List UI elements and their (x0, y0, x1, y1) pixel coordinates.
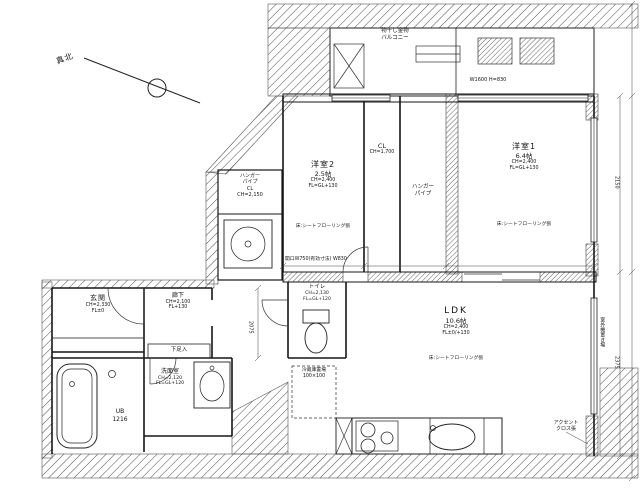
window-symbols (331, 94, 598, 415)
balcony-name-label: バルコニー (381, 34, 409, 41)
balcony-hardware-label: 物干し金物 (381, 28, 409, 34)
floor-note-yoshitsu1: 床:シートフローリング張 (496, 222, 552, 227)
closet-left-line3: CL (246, 185, 254, 192)
room-fl: FL=GL+120 (155, 381, 185, 387)
fridge-space-label: 冷蔵庫置場 100×100 (288, 368, 340, 380)
toilet-fixture (302, 309, 330, 354)
storage-closet (335, 417, 353, 455)
mid-opening-dimension: 開口W750(有効寸法) W830 (285, 257, 347, 262)
fridge-space (291, 365, 337, 419)
closet-name: CL (377, 142, 387, 150)
washing-machine-pan (223, 219, 273, 269)
room-label-yoshitsu2: 洋室2 2.5帖 CH=2,400 FL=GL+130 (284, 160, 362, 190)
room-label-rouka: 廊下 CH=2,100 FL+130 (146, 292, 210, 311)
room-name: UB (115, 408, 125, 415)
room-size: 1216 (112, 415, 128, 423)
room-label-toilet: トイレ CH=2,130 FL=GL+120 (288, 284, 346, 302)
room-fl: FL=GL+130 (308, 184, 338, 190)
window-dimension-label: W1600 H=830 (469, 77, 507, 83)
room-name: トイレ (308, 284, 326, 290)
hanger-pipe-line1: ハンガー (411, 184, 434, 190)
closet-left-line4: CH=2,150 (237, 191, 263, 198)
room-fl: FL=GL+120 (303, 296, 331, 302)
room-label-genkan: 玄関 CH=2,330 FL±0 (54, 294, 142, 315)
exterior-wall-hatch (41, 3, 639, 479)
kitchen-sink (428, 423, 476, 451)
hanger-pipe-line2: パイプ (414, 190, 432, 197)
shoe-box-label: 下足入 (170, 347, 188, 353)
north-arrow-icon (83, 57, 201, 104)
room-ch: CH=2,400 (511, 160, 537, 166)
room-label-senmen: 洗面室 CH=2,120 FL=GL+120 (144, 368, 196, 387)
dimension-left-vertical: 2075 (247, 320, 254, 334)
room-ch: CH=2,130 (305, 290, 329, 296)
washbasin-vanity (193, 361, 231, 409)
room-ch: CH=2,330 (85, 302, 111, 308)
floor-note-ldk: 床:シートフローリング張 (428, 356, 484, 361)
room-fl: FL±0/+130 (442, 331, 470, 337)
room-fl: FL=GL+130 (509, 166, 539, 172)
accent-label-line2: クロス張 (555, 426, 576, 433)
door-swing-arcs (107, 246, 540, 385)
outdoor-unit-label: 室外機置き場 (599, 317, 606, 347)
dimension-right-top: 2150 (613, 175, 620, 189)
dimension-right-bottom: 2375 (613, 355, 620, 369)
dimension-lines (254, 0, 636, 482)
room-label-ldk: LDK 10.6帖 CH=2,400 FL±0/+130 (398, 306, 514, 337)
room-ch: CH=2,120 (157, 375, 183, 381)
balcony-equipment (477, 37, 555, 65)
room-fl: FL±0 (91, 308, 105, 314)
accent-label-line1: アクセント (553, 420, 579, 426)
stove-burners (355, 420, 399, 454)
room-ch: CH=2,400 (310, 178, 336, 184)
closet-left-line1: ハンガー (239, 173, 260, 179)
floor-note-yoshitsu2: 床:シートフローリング張 (295, 224, 351, 229)
fridge-label-line2: 100×100 (302, 373, 326, 379)
closet-ch: CH=1,700 (369, 150, 395, 156)
accent-wall-label: アクセント クロス張 (540, 420, 592, 433)
room-label-ub: UB 1216 (98, 408, 142, 423)
room-fl: FL+130 (168, 305, 188, 311)
room-size: 2.5帖 (314, 170, 332, 178)
closet-mid-label: CL CH=1,700 (362, 142, 402, 156)
room-size: 10.6帖 (445, 317, 467, 326)
room-name: LDK (444, 306, 468, 316)
room-name: 玄関 (90, 294, 106, 302)
closet-left-label: ハンガー パイプ CL CH=2,150 (219, 173, 281, 198)
room-size: 6.4帖 (515, 152, 533, 160)
room-ch: CH=2,400 (443, 325, 469, 331)
room-label-yoshitsu1: 洋室1 6.4帖 CH=2,400 FL=GL+130 (464, 142, 584, 172)
room-name: 洋室2 (310, 160, 336, 169)
balcony-label: 物干し金物 バルコニー (360, 28, 430, 42)
bathtub (56, 363, 116, 449)
fridge-label-line1: 冷蔵庫置場 (302, 368, 326, 373)
room-name: 洋室1 (511, 142, 537, 151)
hanger-pipe-label: ハンガー パイプ (402, 184, 444, 198)
room-name: 洗面室 (160, 368, 179, 375)
room-name: 廊下 (171, 292, 184, 299)
closet-left-line2: パイプ (242, 179, 258, 186)
balcony-drain (415, 45, 461, 63)
evacuation-hatch-icon (333, 43, 365, 89)
room-ch: CH=2,100 (165, 299, 191, 305)
shoe-box-cabinet (147, 343, 211, 359)
